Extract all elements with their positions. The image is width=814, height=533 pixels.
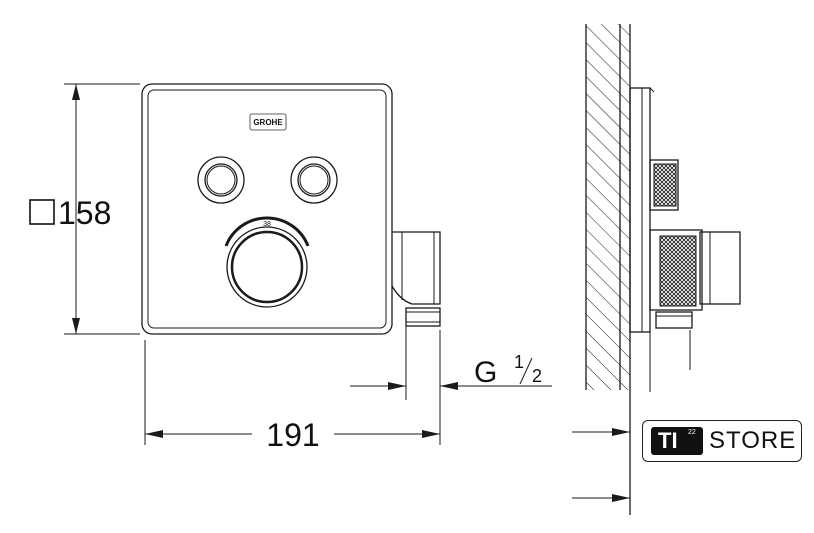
knob-profile [649,229,703,311]
wall-finish [620,24,630,390]
plate-profile [629,87,651,333]
cover-plate [141,83,393,335]
dimension-height: 158 [29,83,140,335]
button-left [197,156,245,204]
dimension-thread: G 1 2 [350,326,552,400]
badge-superscript: 22 [688,429,696,436]
store-badge: TI 22 STORE [642,420,802,462]
wall-section [586,24,620,390]
cover-plate-inner [147,89,387,329]
badge-store-text: STORE [709,427,797,454]
thread-numerator: 1 [514,352,524,372]
outlet-profile [699,231,741,305]
button-right [290,156,338,204]
front-view: GROHE 38 [29,83,552,453]
temperature-mark: 38 [263,221,271,228]
dimension-width: 191 [144,330,441,453]
badge-brand-text: TI [658,428,678,453]
plate-size-label: 158 [58,195,111,231]
square-symbol [29,199,55,225]
thread-letter: G [474,356,497,389]
badge-brand: TI 22 [651,427,703,455]
thermostat-knob: 38 [224,216,310,308]
total-width-label: 191 [266,417,319,453]
grohe-logo: GROHE [249,113,287,131]
button-profile [649,159,679,211]
logo-text: GROHE [253,118,283,127]
wall-outlet [391,231,441,327]
thread-denominator: 2 [532,366,542,386]
